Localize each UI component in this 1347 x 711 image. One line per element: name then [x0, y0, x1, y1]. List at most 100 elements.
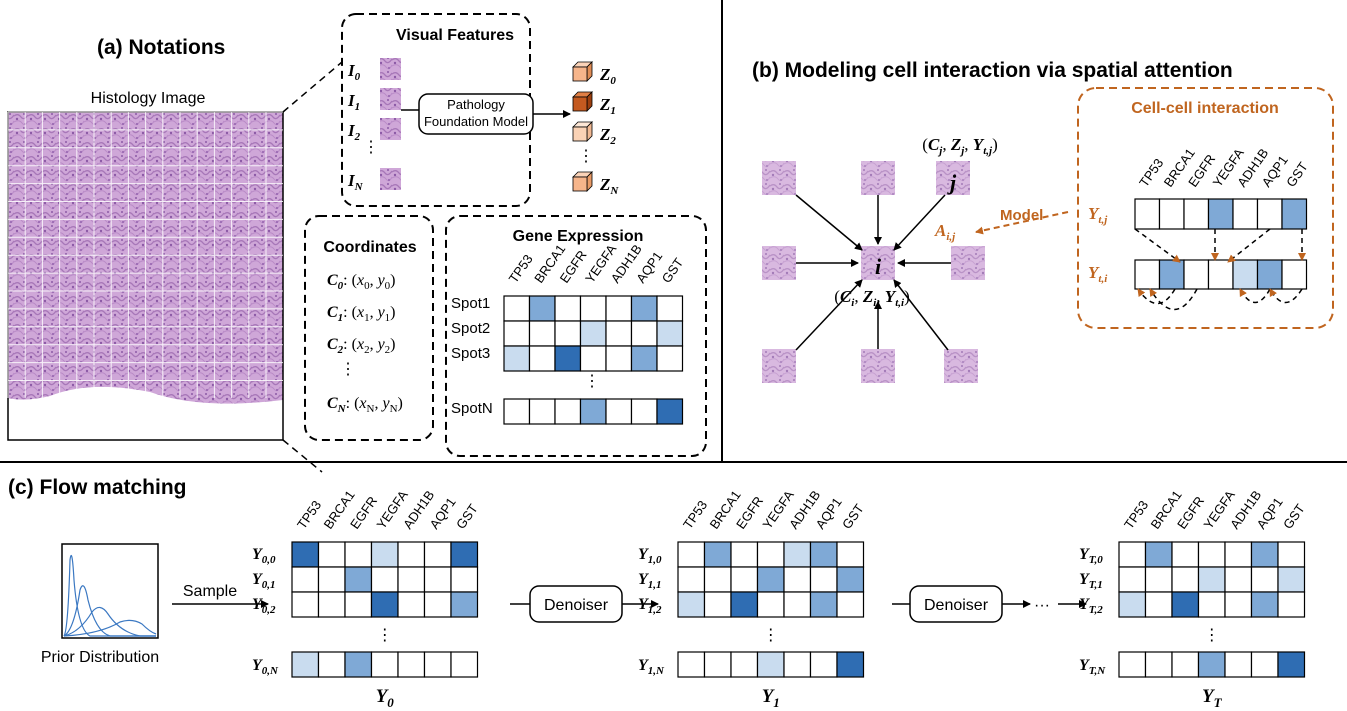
matrix-2-row-0-cell [1171, 541, 1200, 568]
matrix-2-gene-header: GST [1280, 501, 1308, 532]
sample-label: Sample [183, 583, 237, 600]
image-tile-1 [380, 88, 401, 110]
matrix-1-row-2-cell [783, 591, 812, 618]
matrix-2-row-0-cell [1250, 541, 1279, 568]
spot-1-cell [503, 295, 531, 322]
matrix-2-row-n-cell [1250, 651, 1279, 678]
matrix-2-row-0-cell [1277, 541, 1306, 568]
spot-label-1: Spot1 [451, 295, 490, 312]
svg-text:I0: I0 [347, 61, 361, 83]
matrix-2-row-1-cell [1224, 566, 1253, 593]
spot-n-cell [656, 398, 684, 425]
svg-text:IN: IN [347, 171, 364, 193]
row-yti-cell [1158, 259, 1185, 290]
attention-arrows [795, 194, 951, 351]
matrix-0-row-2-cell [370, 591, 399, 618]
coordinates-box [304, 215, 434, 441]
tuple-i: (Ci, Zi, Yt,i) [834, 287, 909, 309]
svg-text:I1: I1 [347, 91, 360, 113]
zoom-line-top [282, 61, 343, 113]
spot-2-cell [528, 320, 556, 347]
neighbor-tile-br [944, 349, 978, 383]
matrix-1-row-label: Y1,1 [638, 571, 662, 591]
spot-3-cell [579, 345, 607, 372]
spot-n-cell [528, 398, 556, 425]
model-label-line1: Pathology [447, 97, 505, 112]
matrix-1-gene-header: TP53 [680, 498, 710, 532]
interaction-arrows [1134, 228, 1306, 310]
matrix-1-row-n-cell [836, 651, 865, 678]
matrix-0-row-0-cell [450, 541, 479, 568]
matrix-1-row-0-cell [756, 541, 785, 568]
matrix-2-row-2-cell [1250, 591, 1279, 618]
matrix-2-row-1-cell [1250, 566, 1279, 593]
spot-label-2: Spot2 [451, 320, 490, 337]
prior-distribution-curves [63, 555, 157, 637]
row-ytj-cell [1232, 198, 1259, 230]
gene-header-tp53: TP53 [506, 252, 536, 286]
matrix-0-row-1-cell [344, 566, 373, 593]
panel-c-title: (c) Flow matching [8, 476, 187, 499]
feature-cube-1 [572, 91, 593, 112]
row-ytj-cell [1207, 198, 1234, 230]
ellipsis-images: ⋮ [363, 139, 379, 156]
node-j-label: j [947, 170, 957, 195]
matrix-2-row-label: YT,N [1079, 657, 1106, 677]
matrix-1-row-2-cell [836, 591, 865, 618]
matrix-2-row-2-cell [1118, 591, 1147, 618]
spot-3-cell [554, 345, 582, 372]
row-yti-cell [1207, 259, 1234, 290]
row-label-yti: Yt,i [1088, 263, 1108, 285]
matrix-1-row-n-cell [809, 651, 838, 678]
matrix-0-row-label: Y0,N [252, 657, 279, 677]
matrix-0-row-0-cell [317, 541, 346, 568]
row-yti-cell [1281, 259, 1308, 290]
image-tile-2 [380, 118, 401, 140]
matrix-0-row-n-cell [423, 651, 452, 678]
spot-n-cell [630, 398, 658, 425]
matrix-2-row-1-cell [1197, 566, 1226, 593]
svg-text:Z0: Z0 [599, 65, 616, 87]
matrix-0-row-n-cell [291, 651, 320, 678]
zoom-line-bottom [282, 439, 323, 473]
row-ytj-cell [1158, 198, 1185, 230]
matrix-1-row-1-cell [703, 566, 732, 593]
coordinate-n: CN: (xN, yN) [327, 395, 403, 415]
matrix-1-row-n-cell [703, 651, 732, 678]
matrix-1-row-1-cell [677, 566, 706, 593]
gene-expression-grid [503, 295, 684, 425]
row-ytj-cell [1281, 198, 1308, 230]
matrix-2-row-0-cell [1118, 541, 1147, 568]
spot-2-cell [503, 320, 531, 347]
matrix-0-row-0-cell [397, 541, 426, 568]
row-ytj-cell [1183, 198, 1210, 230]
panel-c: (c) Flow matching Prior Distribution Sam… [8, 476, 1308, 710]
cell-cell-interaction-box [1077, 87, 1334, 329]
matrix-2-row-n-cell [1224, 651, 1253, 678]
matrix-0-row-1-cell [450, 566, 479, 593]
row-label-ytj: Yt,j [1088, 204, 1108, 226]
matrix-0-row-n-cell [317, 651, 346, 678]
neighbor-tile-ml [762, 246, 796, 280]
matrix-0-row-1-cell [370, 566, 399, 593]
matrix-2-row-n-cell [1171, 651, 1200, 678]
matrix-0-row-1-cell [423, 566, 452, 593]
spot-label-n: SpotN [451, 400, 493, 417]
spot-2-cell [656, 320, 684, 347]
matrix-1-row-n-cell [730, 651, 759, 678]
spot-3-cell [630, 345, 658, 372]
matrix-1-row-1-cell [809, 566, 838, 593]
matrix-0-row-n-cell [450, 651, 479, 678]
matrix-2-row-n-cell [1118, 651, 1147, 678]
matrix-0-row-n-cell [344, 651, 373, 678]
panel-a-title: (a) Notations [97, 36, 225, 59]
matrix-0-row-label: Y0,1 [252, 571, 276, 591]
denoiser-2-label: Denoiser [924, 597, 989, 614]
matrix-1-row-label: Y1,0 [638, 546, 662, 566]
matrix-0-row-n-cell [370, 651, 399, 678]
spot-3-cell [656, 345, 684, 372]
neighbor-tile-bm [861, 349, 895, 383]
panel-b-title: (b) Modeling cell interaction via spatia… [752, 59, 1233, 82]
